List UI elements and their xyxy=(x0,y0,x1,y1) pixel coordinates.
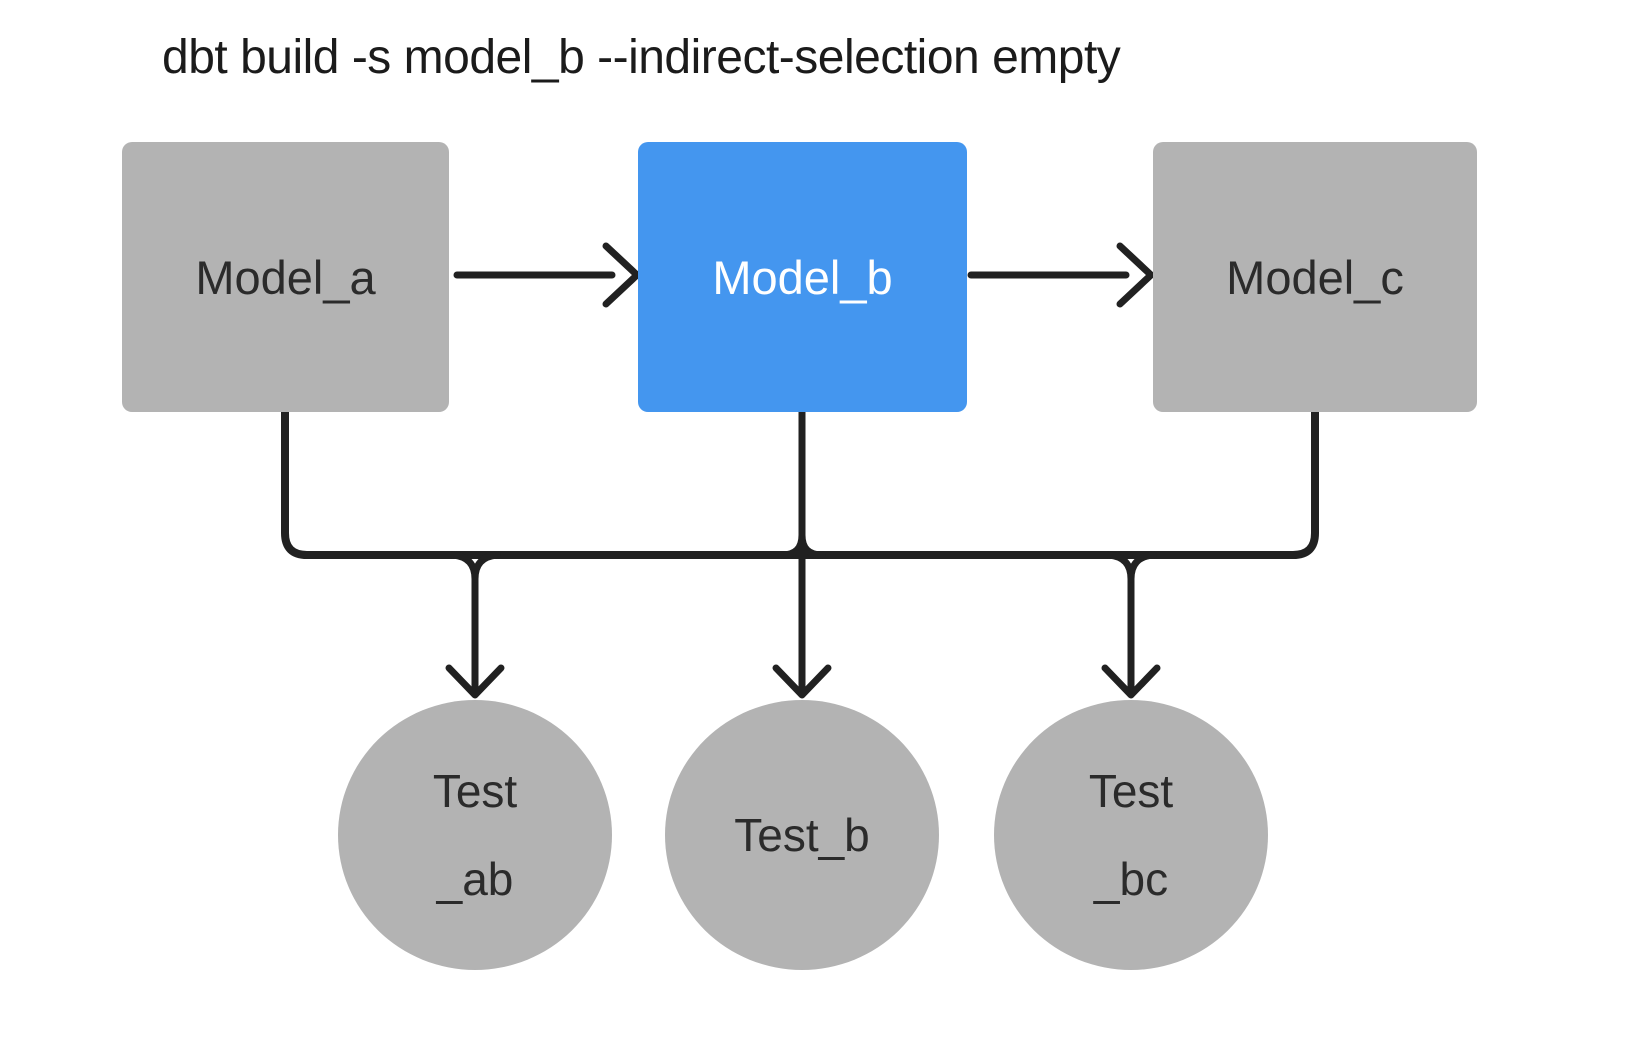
edge-model-a-to-model-b xyxy=(453,242,641,308)
arrowhead-right-icon xyxy=(602,242,641,308)
node-test-ab-label: Test _ab xyxy=(432,765,518,905)
node-model-c-label: Model_c xyxy=(1226,250,1404,304)
arrowhead-right-icon xyxy=(1116,242,1155,308)
arrow-to-test-b xyxy=(772,408,832,699)
node-model-a: Model_a xyxy=(122,142,449,412)
edge-model-b-to-model-c xyxy=(967,242,1155,308)
arrow-to-test-ab xyxy=(445,551,505,699)
node-test-bc-label: Test _bc xyxy=(1088,765,1174,905)
node-test-ab: Test _ab xyxy=(338,700,612,970)
command-title: dbt build -s model_b --indirect-selectio… xyxy=(162,31,1121,84)
node-test-b-label: Test_b xyxy=(734,809,870,861)
node-test-bc: Test _bc xyxy=(994,700,1268,970)
node-model-b-selected: Model_b xyxy=(638,142,967,412)
arrow-to-test-bc xyxy=(1101,551,1161,699)
node-model-a-label: Model_a xyxy=(195,250,376,304)
node-model-c: Model_c xyxy=(1153,142,1477,412)
node-test-b: Test_b xyxy=(665,700,939,970)
arrowhead-down-icon xyxy=(772,664,832,699)
node-model-b-label: Model_b xyxy=(712,250,893,304)
arrowhead-down-icon xyxy=(1101,664,1161,699)
arrowhead-down-icon xyxy=(445,664,505,699)
